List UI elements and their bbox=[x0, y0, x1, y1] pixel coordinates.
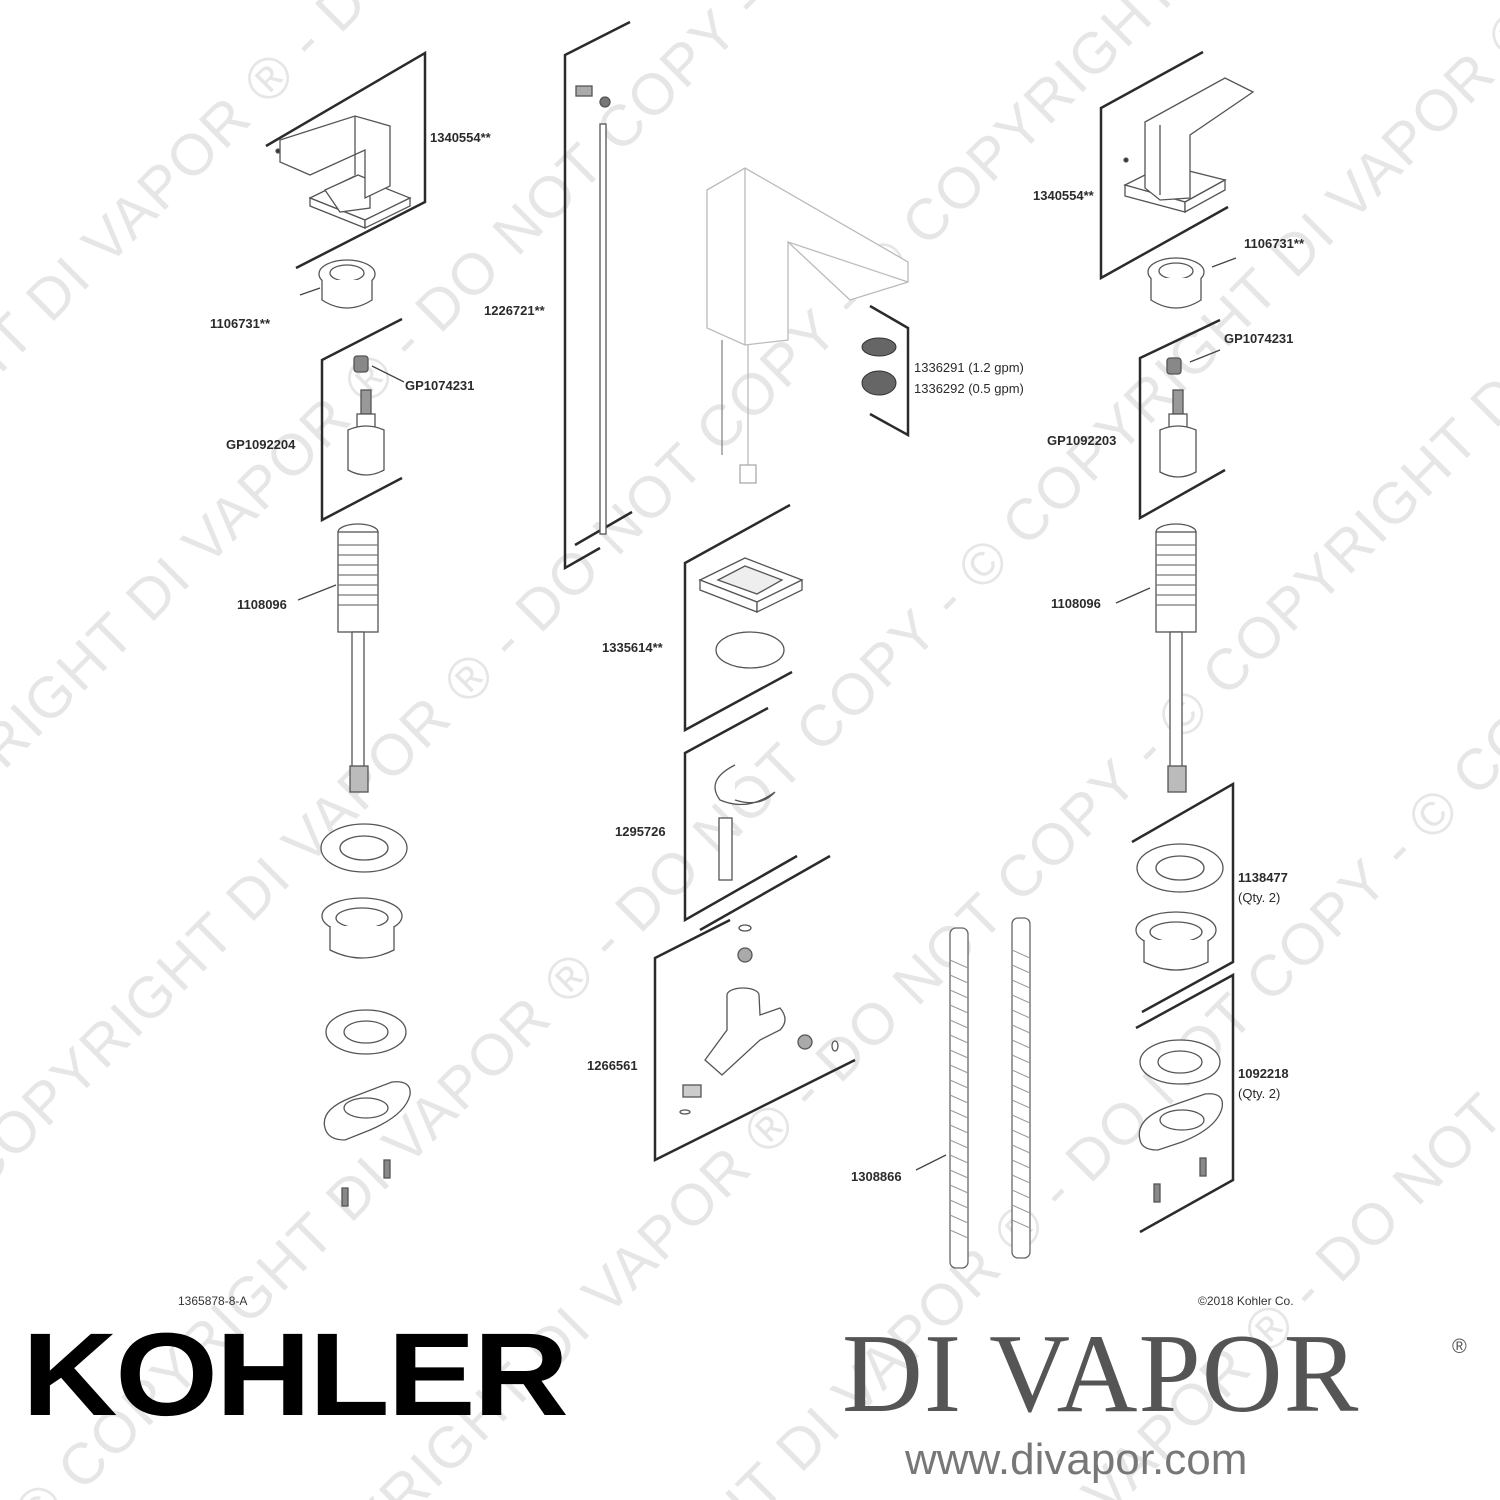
right-handle-part bbox=[1123, 77, 1255, 214]
bracket-right-washer bbox=[1131, 781, 1235, 1014]
label-right-cap: GP1074231 bbox=[1224, 331, 1294, 346]
right-adapter-part bbox=[1147, 257, 1237, 309]
right-cartridge-part bbox=[1159, 349, 1221, 478]
lift-rod-part bbox=[575, 85, 611, 535]
label-lift-rod: 1226721** bbox=[484, 303, 545, 318]
divapor-url: www.divapor.com bbox=[905, 1435, 1248, 1484]
drawing-number: 1365878-8-A bbox=[178, 1294, 248, 1308]
bracket-left-cartridge bbox=[320, 317, 403, 523]
left-handle-part bbox=[275, 115, 412, 230]
label-left-handle: 1340554** bbox=[430, 130, 491, 145]
label-left-cap: GP1074231 bbox=[405, 378, 475, 393]
label-clip-pin: 1295726 bbox=[615, 824, 666, 839]
label-washer-flange-qty: (Qty. 2) bbox=[1238, 890, 1281, 905]
label-left-handle-adapter: 1106731** bbox=[210, 316, 271, 331]
label-right-cartridge: GP1092203 bbox=[1047, 433, 1117, 448]
clip-pin-part bbox=[714, 764, 776, 881]
label-left-cartridge: GP1092204 bbox=[226, 437, 296, 452]
label-mounting-plate-qty: (Qty. 2) bbox=[1238, 1086, 1281, 1101]
bracket-spout-base bbox=[683, 503, 793, 733]
aerator-parts bbox=[861, 337, 897, 396]
left-washer-parts bbox=[320, 823, 411, 1207]
label-tee-connector: 1266561 bbox=[587, 1058, 638, 1073]
label-left-valve-body: 1108096 bbox=[237, 597, 287, 612]
faucet-spout-body bbox=[706, 167, 909, 484]
divapor-logo: DI VAPOR bbox=[842, 1312, 1360, 1436]
bracket-lift-rod bbox=[563, 20, 631, 571]
bracket-left-handle bbox=[265, 50, 427, 270]
bracket-right-cartridge bbox=[1138, 318, 1226, 521]
label-aerator-1: 1336291 (1.2 gpm) bbox=[914, 360, 1024, 375]
label-right-handle-adapter: 1106731** bbox=[1244, 236, 1305, 251]
tee-connector-part bbox=[679, 924, 839, 1115]
label-right-valve-body: 1108096 bbox=[1051, 596, 1101, 611]
label-right-handle: 1340554** bbox=[1033, 188, 1094, 203]
copyright-notice: ©2018 Kohler Co. bbox=[1198, 1294, 1294, 1308]
registered-mark: ® bbox=[1452, 1336, 1467, 1358]
supply-hoses-part bbox=[915, 917, 1031, 1269]
kohler-logo: KOHLER bbox=[22, 1309, 569, 1441]
left-valve-body-part bbox=[297, 523, 379, 793]
bracket-right-mounting bbox=[1135, 972, 1235, 1234]
left-adapter-part bbox=[299, 259, 376, 309]
label-supply-hoses: 1308866 bbox=[851, 1169, 902, 1184]
right-valve-body-part bbox=[1115, 523, 1197, 793]
left-cartridge-part bbox=[347, 355, 405, 476]
label-washer-flange: 1138477 bbox=[1238, 870, 1288, 885]
label-mounting-plate: 1092218 bbox=[1238, 1066, 1289, 1081]
label-aerator-2: 1336292 (0.5 gpm) bbox=[914, 381, 1024, 396]
bracket-clip bbox=[683, 706, 798, 923]
spout-base-part bbox=[698, 557, 804, 669]
bracket-right-handle bbox=[1099, 50, 1229, 281]
label-spout-base: 1335614** bbox=[602, 640, 663, 655]
right-washer-parts bbox=[1135, 843, 1224, 1203]
bracket-tee bbox=[653, 918, 856, 1163]
bracket-aerator bbox=[869, 304, 910, 438]
